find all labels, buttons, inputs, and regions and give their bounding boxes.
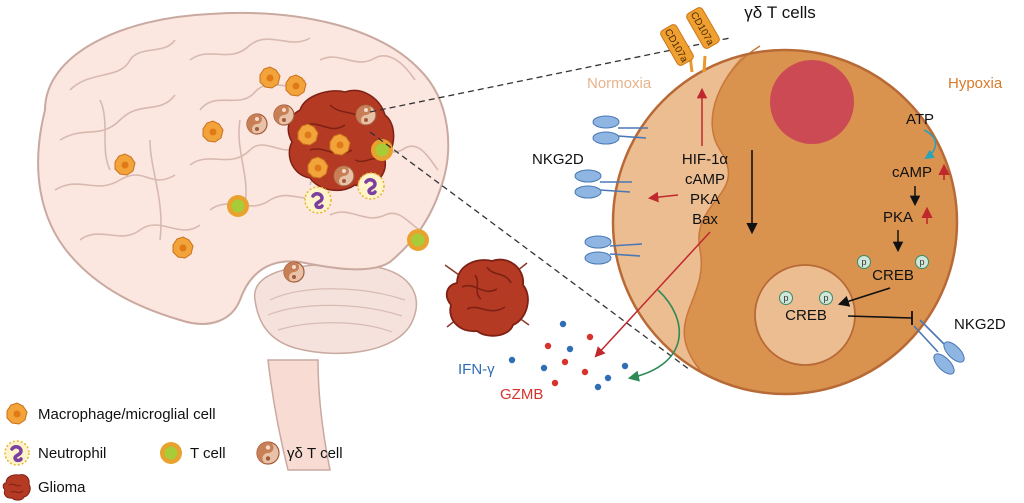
macrophage-cell <box>172 236 194 259</box>
macrophage-cell <box>329 133 351 156</box>
cell-membrane <box>611 48 959 396</box>
legend-macrophage-label: Macrophage/microglial cell <box>38 406 216 423</box>
creb-inhibition-line <box>847 315 913 319</box>
pka-hypoxia-label: PKA <box>883 209 913 226</box>
creb-cytoplasm-label: CREB <box>872 267 914 284</box>
legend: Macrophage/microglial cell Neutrophil T … <box>2 402 343 501</box>
nkg2d-receptor <box>584 235 643 265</box>
hif1a-label: HIF-1α <box>682 151 729 168</box>
nkg2d-receptor <box>574 169 632 199</box>
svg-text:p: p <box>861 257 866 267</box>
gzmb-label: GZMB <box>500 386 543 403</box>
nkg2d-receptor <box>592 115 648 145</box>
pka-label: PKA <box>690 191 720 208</box>
macrophage-cell <box>285 74 307 97</box>
legend-gd-t-cell-label: γδ T cell <box>287 445 343 462</box>
diagram-title: γδ T cells <box>744 3 816 22</box>
hypoxia-label: Hypoxia <box>948 75 1003 92</box>
svg-text:p: p <box>919 257 924 267</box>
svg-text:p: p <box>783 293 788 303</box>
gd-t-cell <box>273 104 295 126</box>
cerebellum <box>254 263 418 355</box>
nkg2d-receptors-left <box>574 115 648 265</box>
legend-macrophage-icon <box>6 402 28 425</box>
macrophage-cells <box>114 66 351 259</box>
gd-t-cell <box>246 113 268 135</box>
t-cell <box>227 195 249 217</box>
cd107a-tag: CD107a <box>660 24 694 66</box>
hypoxia-pathway: ATP cAMP PKA p p CREB p p CREB <box>779 111 950 325</box>
normoxia-label: Normoxia <box>587 75 652 92</box>
svg-text:p: p <box>823 293 828 303</box>
green-release-arrow <box>627 289 680 382</box>
nkg2d-red-arrow <box>647 191 679 203</box>
normoxia-region <box>613 50 760 394</box>
camp-hypoxia-label: cAMP <box>892 164 932 181</box>
neutrophils <box>304 172 385 214</box>
zone-boundary <box>683 45 761 371</box>
t-cell <box>407 229 429 251</box>
phospho-marker: p <box>779 291 793 305</box>
creb-nucleus-label: CREB <box>785 307 827 324</box>
neutrophil <box>357 172 385 200</box>
camp-label: cAMP <box>685 171 725 188</box>
cd107a-tag: CD107a <box>686 7 720 49</box>
gd-t-cells <box>246 104 377 283</box>
gd-t-cell <box>283 261 305 283</box>
legend-t-cell-label: T cell <box>190 445 226 462</box>
bax-label: Bax <box>692 211 718 228</box>
cd107a-tags: CD107a CD107a <box>660 7 720 73</box>
legend-glioma-label: Glioma <box>38 479 86 496</box>
atp-camp-arrow <box>923 129 937 160</box>
macrophage-cell <box>114 153 136 176</box>
t-cell <box>371 139 393 161</box>
gd-t-cell <box>355 104 377 126</box>
secretion-red-arrow <box>594 231 711 358</box>
macrophage-cell <box>202 120 224 143</box>
nkg2d-receptor-right <box>913 319 965 375</box>
macrophage-cell <box>259 66 281 89</box>
brain-gyri <box>54 37 439 241</box>
cell-nucleus-top <box>770 60 854 144</box>
secreted-factors: IFN-γ GZMB <box>458 289 680 403</box>
atp-label: ATP <box>906 111 934 128</box>
phospho-marker: p <box>819 291 833 305</box>
glioma-mass <box>444 258 530 337</box>
phospho-marker: p <box>915 255 929 269</box>
macrophage-cell <box>297 123 319 146</box>
gd-t-cell <box>333 165 355 187</box>
ifn-gamma-label: IFN-γ <box>458 361 495 378</box>
legend-glioma-icon <box>2 474 31 501</box>
nkg2d-left-label: NKG2D <box>532 151 584 168</box>
legend-gd-t-cell-icon <box>256 441 280 465</box>
gd-t-cell-zoom <box>611 45 959 396</box>
phospho-marker: p <box>857 255 871 269</box>
nkg2d-right-label: NKG2D <box>954 316 1006 333</box>
legend-neutrophil-icon <box>4 440 30 466</box>
cell-nucleus-creb <box>754 264 856 366</box>
neutrophil <box>304 186 332 214</box>
normoxia-pathway: HIF-1α cAMP PKA Bax <box>594 87 758 358</box>
macrophage-cell <box>307 156 329 179</box>
legend-neutrophil-label: Neutrophil <box>38 445 106 462</box>
creb-translocation-arrow <box>837 287 891 307</box>
brain <box>37 11 450 471</box>
legend-t-cell-icon <box>160 442 182 464</box>
zoom-lines <box>369 37 731 371</box>
